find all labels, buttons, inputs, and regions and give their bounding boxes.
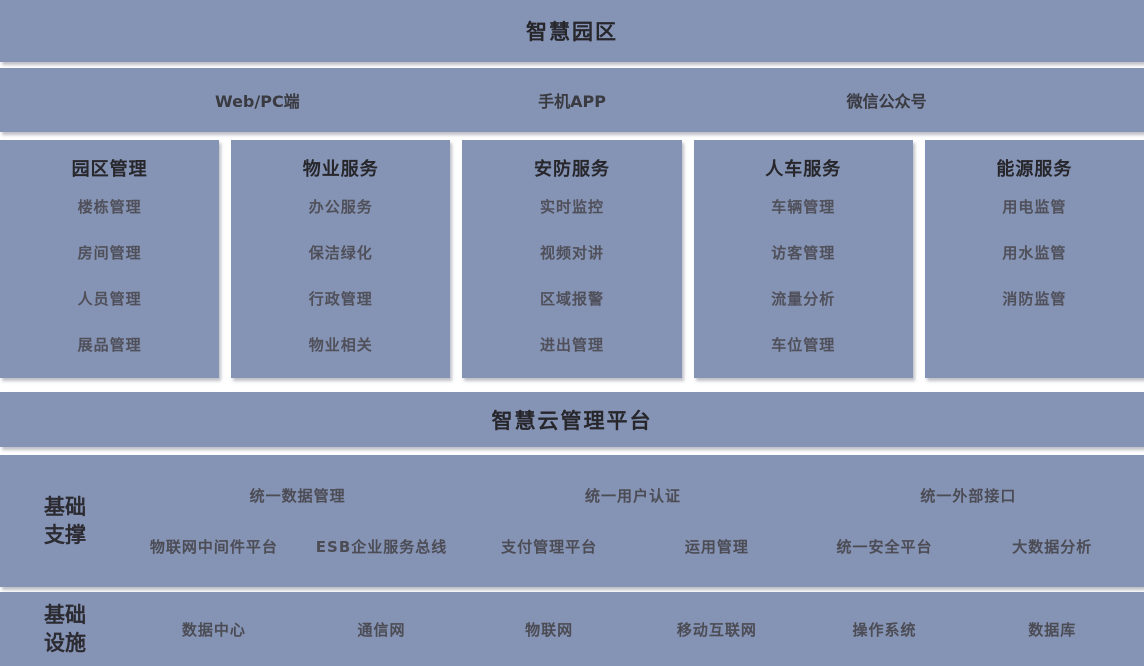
service-item: 人员管理: [77, 289, 142, 308]
service-item: 实时监控: [540, 197, 605, 216]
column-people-vehicle-services: 人车服务 车辆管理 访客管理 流量分析 车位管理: [693, 140, 913, 378]
column-title: 安防服务: [534, 159, 610, 180]
service-item: 车辆管理: [771, 197, 836, 216]
platform-band: 智慧云管理平台: [0, 392, 1144, 447]
support-row-2: 物联网中间件平台 ESB企业服务总线 支付管理平台 运用管理 统一安全平台 大数…: [130, 536, 1136, 557]
infra-item-iot-network: 物联网: [525, 620, 574, 639]
service-item: 用电监管: [1002, 197, 1067, 216]
infra-item-database: 数据库: [1028, 620, 1077, 639]
service-item: 物业相关: [308, 335, 373, 354]
column-title: 能源服务: [996, 159, 1073, 180]
support-item-iot-middleware: 物联网中间件平台: [149, 538, 278, 556]
service-item: 房间管理: [77, 243, 142, 262]
column-property-services: 物业服务 办公服务 保洁绿化 行政管理 物业相关: [231, 140, 451, 378]
service-item: 流量分析: [771, 289, 836, 308]
infra-item-operating-system: 操作系统: [852, 620, 917, 639]
infra-item-mobile-internet: 移动互联网: [676, 620, 757, 639]
service-item: 办公服务: [308, 197, 373, 216]
access-layer-band: Web/PC端 手机APP 微信公众号: [0, 68, 1144, 132]
support-item-security-platform: 统一安全平台: [836, 538, 933, 556]
service-item: 用水监管: [1002, 243, 1067, 262]
support-item-unified-data: 统一数据管理: [249, 487, 346, 505]
service-item: 视频对讲: [540, 243, 605, 262]
infrastructure-band: 基础设施 数据中心 通信网 物联网 移动互联网 操作系统 数据库: [0, 592, 1144, 666]
service-item: 楼栋管理: [77, 197, 142, 216]
service-item: 车位管理: [771, 335, 836, 354]
infrastructure-row: 数据中心 通信网 物联网 移动互联网 操作系统 数据库: [130, 619, 1144, 640]
diagram-title: 智慧园区: [526, 20, 618, 44]
service-item: 行政管理: [308, 289, 373, 308]
support-item-unified-external-api: 统一外部接口: [920, 487, 1017, 505]
column-title: 园区管理: [71, 159, 148, 180]
platform-title: 智慧云管理平台: [491, 408, 653, 433]
service-item: 区域报警: [540, 289, 605, 308]
support-layer-label: 基础支撑: [44, 494, 86, 547]
access-item-webpc: Web/PC端: [214, 92, 300, 111]
service-item: 保洁绿化: [308, 243, 373, 262]
column-title: 人车服务: [765, 159, 842, 180]
service-item: 展品管理: [77, 335, 142, 354]
column-energy-services: 能源服务 用电监管 用水监管 消防监管: [924, 140, 1144, 378]
support-content: 统一数据管理 统一用户认证 统一外部接口 物联网中间件平台 ESB企业服务总线 …: [130, 455, 1144, 587]
infra-item-data-center: 数据中心: [181, 620, 246, 639]
support-row-1: 统一数据管理 统一用户认证 统一外部接口: [130, 485, 1136, 506]
service-item: 消防监管: [1002, 289, 1067, 308]
infra-label-wrap: 基础设施: [0, 601, 130, 658]
infra-item-communication-network: 通信网: [357, 620, 406, 639]
support-item-application-mgmt: 运用管理: [684, 538, 749, 556]
support-label-wrap: 基础支撑: [0, 493, 130, 550]
support-item-payment-platform: 支付管理平台: [501, 538, 598, 556]
support-item-esb: ESB企业服务总线: [315, 538, 448, 556]
column-park-management: 园区管理 楼栋管理 房间管理 人员管理 展品管理: [0, 140, 220, 378]
infrastructure-layer-label: 基础设施: [44, 602, 86, 655]
service-item: 进出管理: [540, 335, 605, 354]
column-title: 物业服务: [302, 159, 379, 180]
support-layer-band: 基础支撑 统一数据管理 统一用户认证 统一外部接口 物联网中间件平台 ESB企业…: [0, 455, 1144, 587]
support-item-unified-auth: 统一用户认证: [584, 487, 681, 505]
service-item: 访客管理: [771, 243, 836, 262]
access-item-mobile-app: 手机APP: [538, 92, 606, 111]
title-band: 智慧园区: [0, 0, 1144, 62]
service-columns: 园区管理 楼栋管理 房间管理 人员管理 展品管理 物业服务 办公服务 保洁绿化 …: [0, 140, 1144, 378]
access-item-wechat: 微信公众号: [846, 92, 927, 111]
column-security-services: 安防服务 实时监控 视频对讲 区域报警 进出管理: [462, 140, 682, 378]
support-item-bigdata-analysis: 大数据分析: [1012, 538, 1093, 556]
